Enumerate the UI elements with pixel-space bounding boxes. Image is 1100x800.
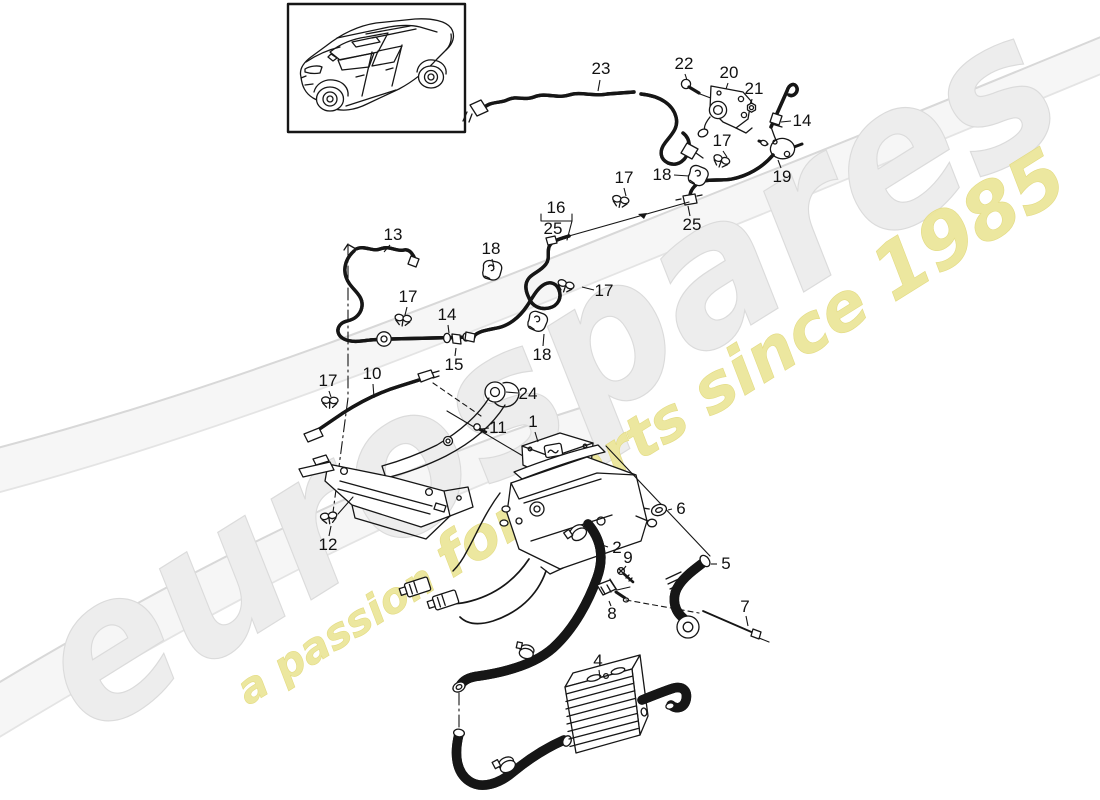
leader-line bbox=[780, 120, 792, 123]
leader-line bbox=[505, 391, 519, 394]
callout-2: 2 bbox=[612, 538, 621, 557]
leader-line bbox=[623, 187, 627, 197]
leader-line bbox=[687, 205, 691, 217]
cable-tie-7 bbox=[702, 610, 770, 643]
callout-21: 21 bbox=[745, 79, 764, 98]
leader-line bbox=[480, 427, 490, 430]
callout-17: 17 bbox=[713, 131, 732, 150]
callout-14: 14 bbox=[438, 305, 457, 324]
callout-17: 17 bbox=[319, 371, 338, 390]
leader-line bbox=[542, 333, 545, 347]
nut-21 bbox=[746, 102, 757, 113]
leader-line bbox=[598, 543, 609, 548]
callout-6: 6 bbox=[676, 499, 685, 518]
callout-23: 23 bbox=[592, 59, 611, 78]
callout-17: 17 bbox=[399, 287, 418, 306]
callout-15: 15 bbox=[445, 355, 464, 374]
leader-line bbox=[383, 244, 391, 253]
callout-18: 18 bbox=[482, 239, 501, 258]
clamp-18 bbox=[481, 259, 503, 282]
pipe-10 bbox=[303, 369, 482, 443]
elbow-hose-5 bbox=[665, 554, 711, 639]
callout-12: 12 bbox=[319, 535, 338, 554]
fuel-line-13-junction bbox=[336, 243, 476, 347]
electrical-connector bbox=[398, 576, 432, 598]
watermark-brand: eurospares bbox=[0, 0, 1099, 778]
clamp-on-hose-2 bbox=[563, 524, 588, 542]
fuel-line-16-25 bbox=[472, 153, 775, 338]
callout-18: 18 bbox=[533, 345, 552, 364]
leader-line bbox=[667, 508, 673, 511]
callout-25: 25 bbox=[683, 215, 702, 234]
callout-11: 11 bbox=[489, 418, 507, 437]
mounting-bracket-24 bbox=[298, 381, 520, 540]
leader-line bbox=[673, 174, 690, 177]
exhaust-silencer-4-assembly bbox=[453, 654, 686, 785]
leader-line bbox=[328, 525, 332, 537]
callout-5: 5 bbox=[721, 554, 730, 573]
electrical-connector bbox=[426, 589, 460, 611]
callout-9: 9 bbox=[623, 548, 632, 567]
callout-8: 8 bbox=[607, 604, 616, 623]
vehicle-thumbnail-box bbox=[286, 2, 467, 134]
callout-19: 19 bbox=[773, 167, 792, 186]
callout-1: 1 bbox=[528, 412, 537, 431]
valve-19 bbox=[757, 137, 804, 160]
callout-17: 17 bbox=[615, 168, 634, 187]
leader-line bbox=[622, 565, 627, 571]
leader-line bbox=[447, 324, 450, 334]
leader-line bbox=[777, 159, 782, 169]
callout-7: 7 bbox=[740, 597, 749, 616]
callout-13: 13 bbox=[384, 225, 403, 244]
fuel-pipe-14-top bbox=[769, 82, 799, 141]
leader-line bbox=[597, 79, 601, 92]
leader-line bbox=[404, 306, 408, 316]
callout-14: 14 bbox=[793, 111, 812, 130]
callout-16: 16 bbox=[547, 198, 566, 217]
leader-line bbox=[684, 73, 688, 81]
fuel-hose-23 bbox=[462, 90, 704, 166]
leader-line bbox=[745, 615, 749, 627]
leader-line bbox=[608, 600, 612, 607]
leader-line bbox=[372, 383, 375, 399]
callout-18: 18 bbox=[653, 165, 672, 184]
callout-17: 17 bbox=[595, 281, 614, 300]
callout-22: 22 bbox=[675, 54, 694, 73]
leader-line bbox=[491, 258, 495, 268]
callout-4: 4 bbox=[593, 651, 602, 670]
callout-20: 20 bbox=[720, 63, 739, 82]
water-hose-2 bbox=[452, 519, 601, 693]
auxiliary-heater-1 bbox=[446, 410, 658, 575]
screw-9 bbox=[609, 566, 635, 591]
leader-line bbox=[722, 150, 728, 158]
leader-line bbox=[581, 286, 595, 291]
swoosh-ribbon-upper bbox=[0, 36, 1100, 494]
bolt-11 bbox=[473, 423, 481, 431]
leader-line bbox=[534, 431, 539, 443]
bracket-20-metering-pump bbox=[697, 85, 753, 138]
callout-10: 10 bbox=[363, 364, 382, 383]
callout-25: 25 bbox=[544, 219, 563, 238]
cayenne-suv-icon bbox=[299, 18, 455, 112]
fitting-8 bbox=[587, 579, 700, 614]
assembly-axis-line bbox=[605, 445, 711, 557]
leader-line bbox=[725, 82, 729, 90]
leader-line bbox=[750, 98, 753, 105]
leader-line bbox=[598, 669, 601, 679]
leader-line bbox=[328, 390, 332, 398]
grommet-6 bbox=[644, 503, 668, 517]
heater-wiring-harness bbox=[398, 492, 547, 625]
callout-24: 24 bbox=[519, 384, 538, 403]
leader-line bbox=[454, 347, 457, 357]
